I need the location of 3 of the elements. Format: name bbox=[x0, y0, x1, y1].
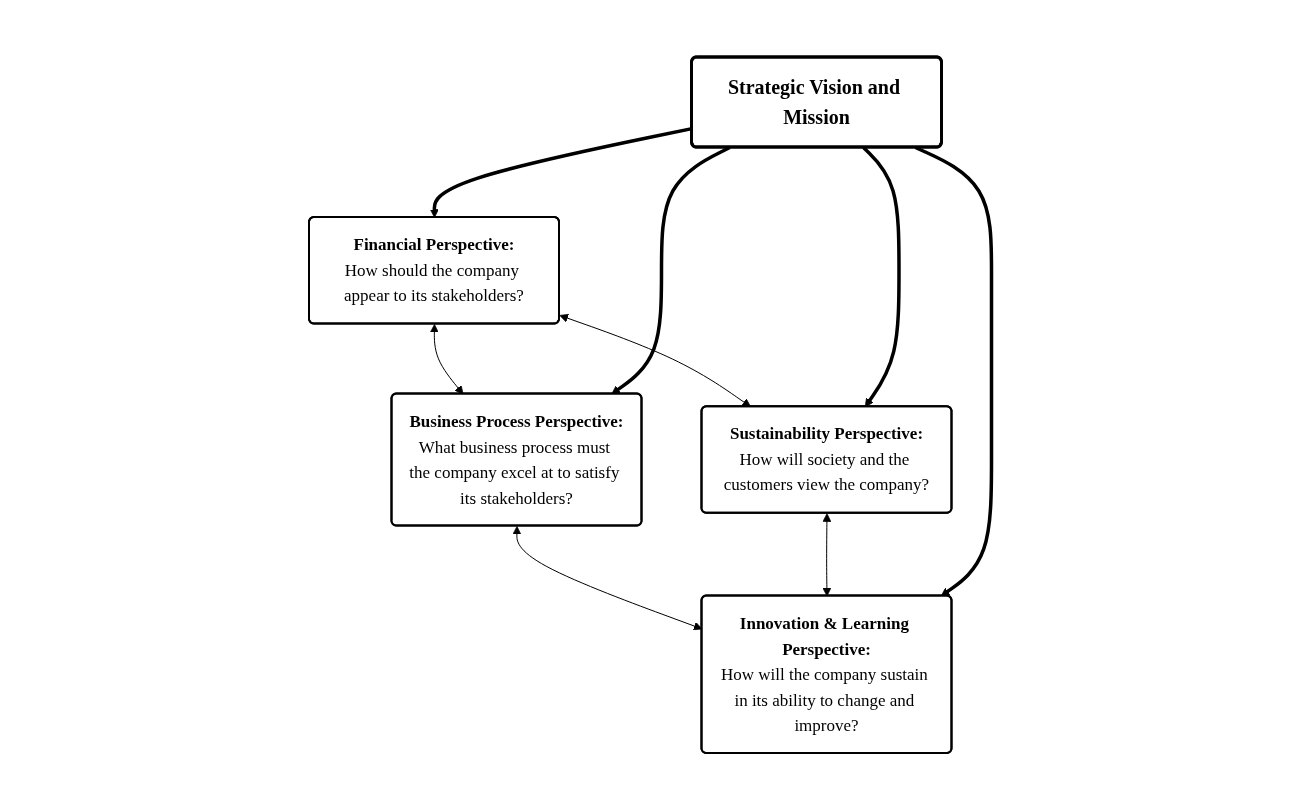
arrow bbox=[430, 323, 464, 394]
arrow bbox=[559, 313, 752, 407]
arrow bbox=[822, 512, 832, 596]
